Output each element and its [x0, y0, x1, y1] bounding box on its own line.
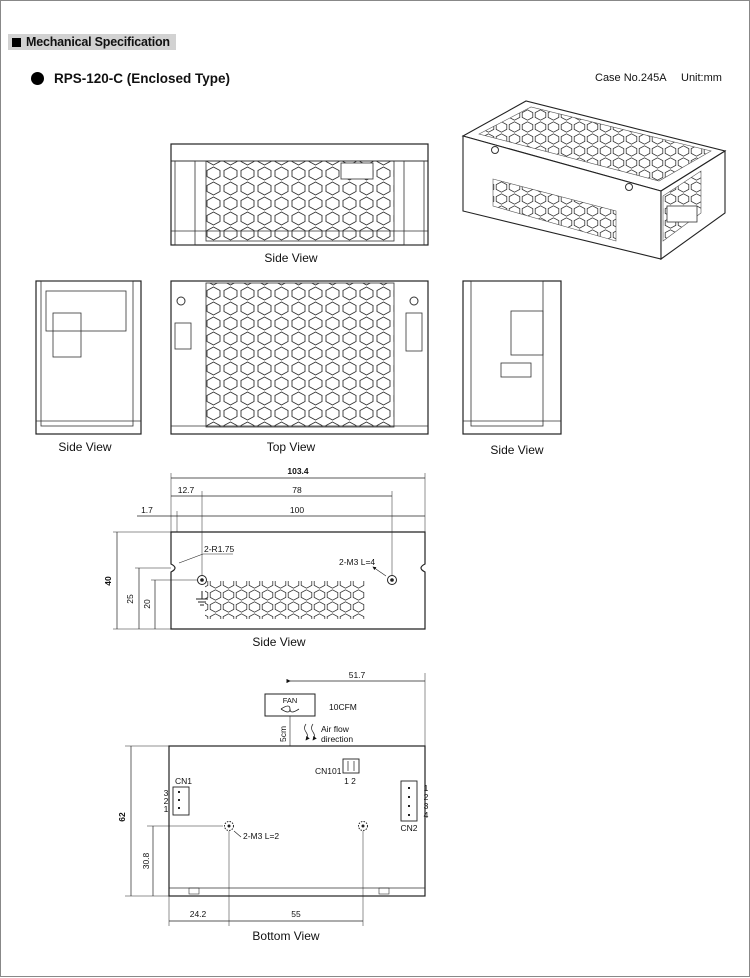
side-view-dim-drawing — [113, 473, 426, 630]
cn101-label: CN101 — [315, 766, 342, 776]
side-view-left-drawing — [35, 280, 142, 435]
dim-overall-width: 103.4 — [287, 466, 309, 476]
fan-clearance: 5cm — [278, 726, 288, 742]
dim-bottom-hole-spacing: 55 — [291, 909, 301, 919]
air-flow-line-2: direction — [321, 734, 353, 744]
cn1-pin-1: 1 — [164, 804, 169, 814]
side-view-dim-label: Side View — [252, 635, 305, 649]
dim-body-width: 100 — [290, 505, 304, 515]
fan-cfm: 10CFM — [329, 702, 357, 712]
note-screw-bottom: 2-M3 L=2 — [243, 831, 279, 841]
dim-fan-offset: 51.7 — [349, 670, 366, 680]
top-view-label: Top View — [267, 440, 316, 454]
fan-label: FAN — [283, 696, 298, 705]
dim-edge-offset: 1.7 — [141, 505, 153, 515]
side-view-top-drawing — [170, 143, 429, 246]
bottom-view-label: Bottom View — [252, 929, 319, 943]
cn1-pin-2: 2 — [164, 796, 169, 806]
section-title: Mechanical Specification — [8, 34, 176, 50]
side-view-right-label: Side View — [490, 443, 543, 457]
side-view-right-drawing — [462, 280, 562, 435]
top-view-drawing — [170, 280, 429, 435]
square-bullet-icon — [12, 37, 21, 47]
note-screw-side: 2-M3 L=4 — [339, 557, 375, 567]
case-number: Case No.245A — [595, 72, 667, 84]
dim-hole-height: 25 — [125, 594, 135, 604]
cn2-label: CN2 — [400, 823, 417, 833]
cn2-pin-1: 1 — [424, 783, 429, 793]
cn2-pin-4: 4 — [424, 810, 429, 820]
dim-offset-left: 12.7 — [178, 485, 195, 495]
cn1-label: CN1 — [175, 776, 192, 786]
model-title-text: RPS-120-C (Enclosed Type) — [54, 71, 231, 86]
perspective-view-drawing — [461, 100, 727, 261]
side-view-left-label: Side View — [58, 440, 111, 454]
unit-label: Unit:mm — [681, 72, 722, 84]
dim-height: 40 — [103, 576, 113, 586]
dim-depth: 62 — [117, 812, 127, 822]
dim-bottom-hole-height: 30.8 — [141, 852, 151, 869]
cn1-pin-3: 3 — [164, 788, 169, 798]
cn2-pin-3: 3 — [424, 801, 429, 811]
cn101-pins: 1 2 — [344, 776, 356, 786]
dim-inner-height: 20 — [142, 599, 152, 609]
dim-bottom-hole-left: 24.2 — [190, 909, 207, 919]
cn2-pin-2: 2 — [424, 792, 429, 802]
note-radius: 2-R1.75 — [204, 544, 235, 554]
section-title-text: Mechanical Specification — [26, 35, 170, 49]
air-flow-line-1: Air flow — [321, 724, 350, 734]
bullet-dot-icon — [31, 72, 44, 85]
side-view-top-label: Side View — [264, 251, 317, 265]
bottom-view-drawing — [125, 673, 426, 926]
model-title: RPS-120-C (Enclosed Type) — [31, 71, 230, 86]
dim-hole-spacing: 78 — [292, 485, 302, 495]
